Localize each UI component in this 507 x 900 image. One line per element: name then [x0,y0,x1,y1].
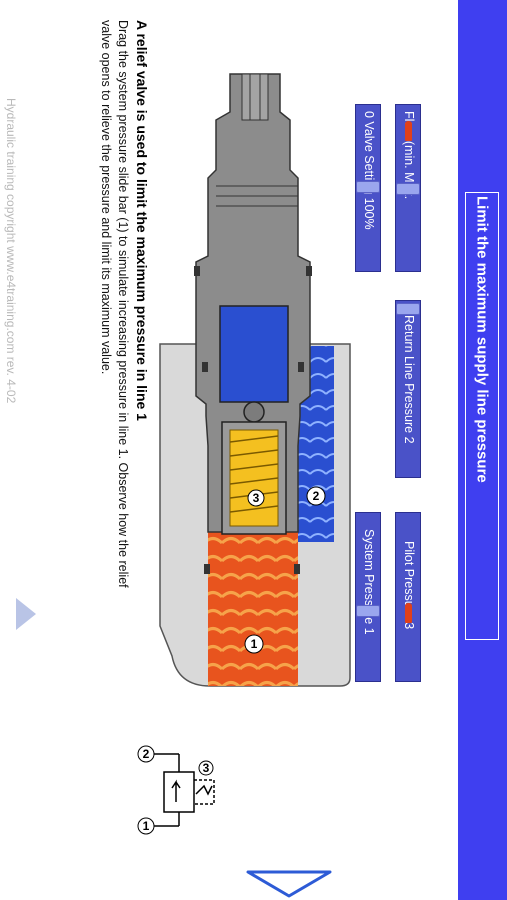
flow-slider-pointer [405,121,412,141]
help-button[interactable] [0,722,49,766]
port-label-1: 1 [251,637,258,651]
home-button[interactable] [0,14,49,58]
port-label-2: 2 [313,489,320,503]
sound-button[interactable] [0,780,49,824]
help-icon [10,740,37,754]
return-line-thumb[interactable] [396,303,420,315]
symbol-label-3: 3 [203,761,210,775]
port-label-3: 3 [253,491,260,505]
page-title: Limit the maximum supply line pressure [473,196,491,483]
relief-valve-symbol: 2 1 3 [137,745,215,835]
symbol-label-1: 1 [143,819,150,833]
flow-slider-thumb[interactable] [396,183,420,195]
down-icon [9,135,40,169]
valve-setting-thumb[interactable] [356,181,380,193]
symbol-label-2: 2 [143,747,150,761]
next-button[interactable] [0,128,49,176]
return-line-label: Return Line Pressure 2 [402,315,416,444]
back-icon [15,598,36,630]
flow-slider[interactable]: Flow (min. Max. [395,104,421,272]
scroll-down-icon[interactable] [244,868,334,898]
return-line-pressure-slider[interactable]: Return Line Pressure 2 [395,300,421,478]
home-icon [9,22,39,50]
description-line-2: valve opens to relieve the pressure and … [99,20,113,375]
sound-icon [7,786,39,818]
section-title: A relief valve is used to limit the maxi… [134,20,150,421]
valve-setting-slider[interactable]: 0 Valve Setting 100% [355,104,381,272]
pilot-pressure-slider[interactable]: Pilot Pressure 3 [395,512,421,682]
back-button[interactable] [0,592,49,636]
relief-valve-cross-section: 3 2 1 [159,73,351,687]
pilot-pressure-pointer [405,603,412,623]
previous-button[interactable] [0,74,49,122]
description-line-1: Drag the system pressure slide bar (1) t… [116,20,130,588]
up-icon [9,81,40,115]
page-title-box [465,192,499,640]
system-pressure-label: System Pressure 1 [362,529,376,635]
system-pressure-thumb[interactable] [356,605,380,617]
copyright-text: Hydraulic training copyright www.e4train… [4,98,18,404]
email-button[interactable] [0,664,49,708]
system-pressure-slider[interactable]: System Pressure 1 [355,512,381,682]
email-icon [10,669,39,703]
valve-setting-label: 0 Valve Setting 100% [362,111,376,230]
